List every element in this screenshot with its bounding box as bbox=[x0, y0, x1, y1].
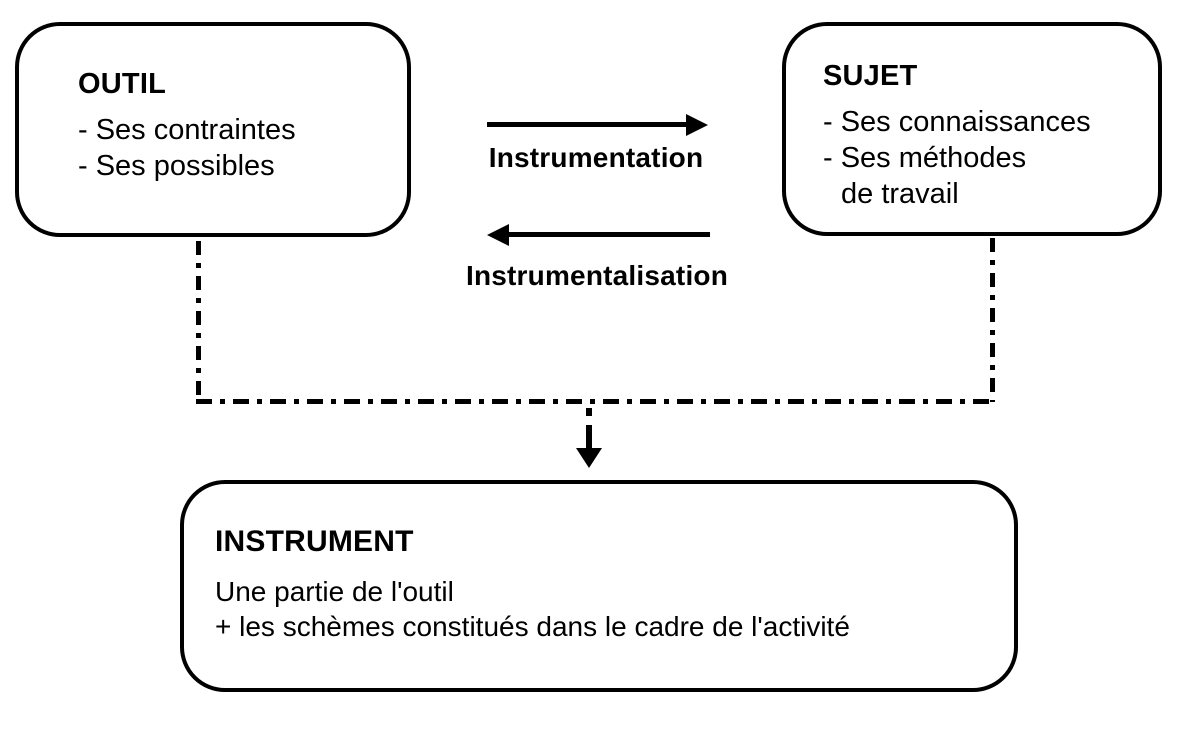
instrument-title: INSTRUMENT bbox=[215, 525, 414, 558]
sujet-dropline bbox=[990, 238, 995, 402]
instrument-box: INSTRUMENT Une partie de l'outil + les s… bbox=[180, 480, 1018, 692]
instrumentation-arrow-line bbox=[487, 122, 690, 127]
instrument-item-partie-outil: Une partie de l'outil bbox=[215, 576, 454, 607]
sujet-item-de-travail: de travail bbox=[841, 178, 959, 210]
instrumentalisation-label: Instrumentalisation bbox=[465, 260, 729, 291]
outil-item-possibles: - Ses possibles bbox=[78, 150, 275, 182]
sujet-box: SUJET - Ses connaissances - Ses méthodes… bbox=[782, 22, 1162, 236]
connector-down-line bbox=[586, 408, 592, 448]
outil-title: OUTIL bbox=[78, 68, 166, 100]
sujet-item-connaissances: - Ses connaissances bbox=[823, 106, 1091, 138]
outil-items: - Ses contraintes - Ses possibles bbox=[78, 112, 389, 184]
sujet-title: SUJET bbox=[823, 60, 918, 92]
sujet-item-methodes: - Ses méthodes bbox=[823, 142, 1027, 174]
outil-item-contraintes: - Ses contraintes bbox=[78, 114, 296, 146]
instrumentation-label: Instrumentation bbox=[488, 142, 704, 173]
instrumentalisation-arrow-line bbox=[508, 232, 710, 237]
instrumentation-arrowhead-icon bbox=[686, 114, 708, 136]
instrument-items: Une partie de l'outil + les schèmes cons… bbox=[215, 574, 994, 644]
connector-join-line bbox=[196, 399, 995, 404]
outil-dropline bbox=[196, 241, 201, 402]
down-arrowhead-icon bbox=[576, 448, 602, 468]
instrumentalisation-arrowhead-icon bbox=[487, 224, 509, 246]
sujet-items: - Ses connaissances - Ses méthodes de tr… bbox=[823, 104, 1144, 212]
instrument-item-schemes: + les schèmes constitués dans le cadre d… bbox=[215, 611, 850, 642]
outil-box: OUTIL - Ses contraintes - Ses possibles bbox=[15, 22, 411, 237]
